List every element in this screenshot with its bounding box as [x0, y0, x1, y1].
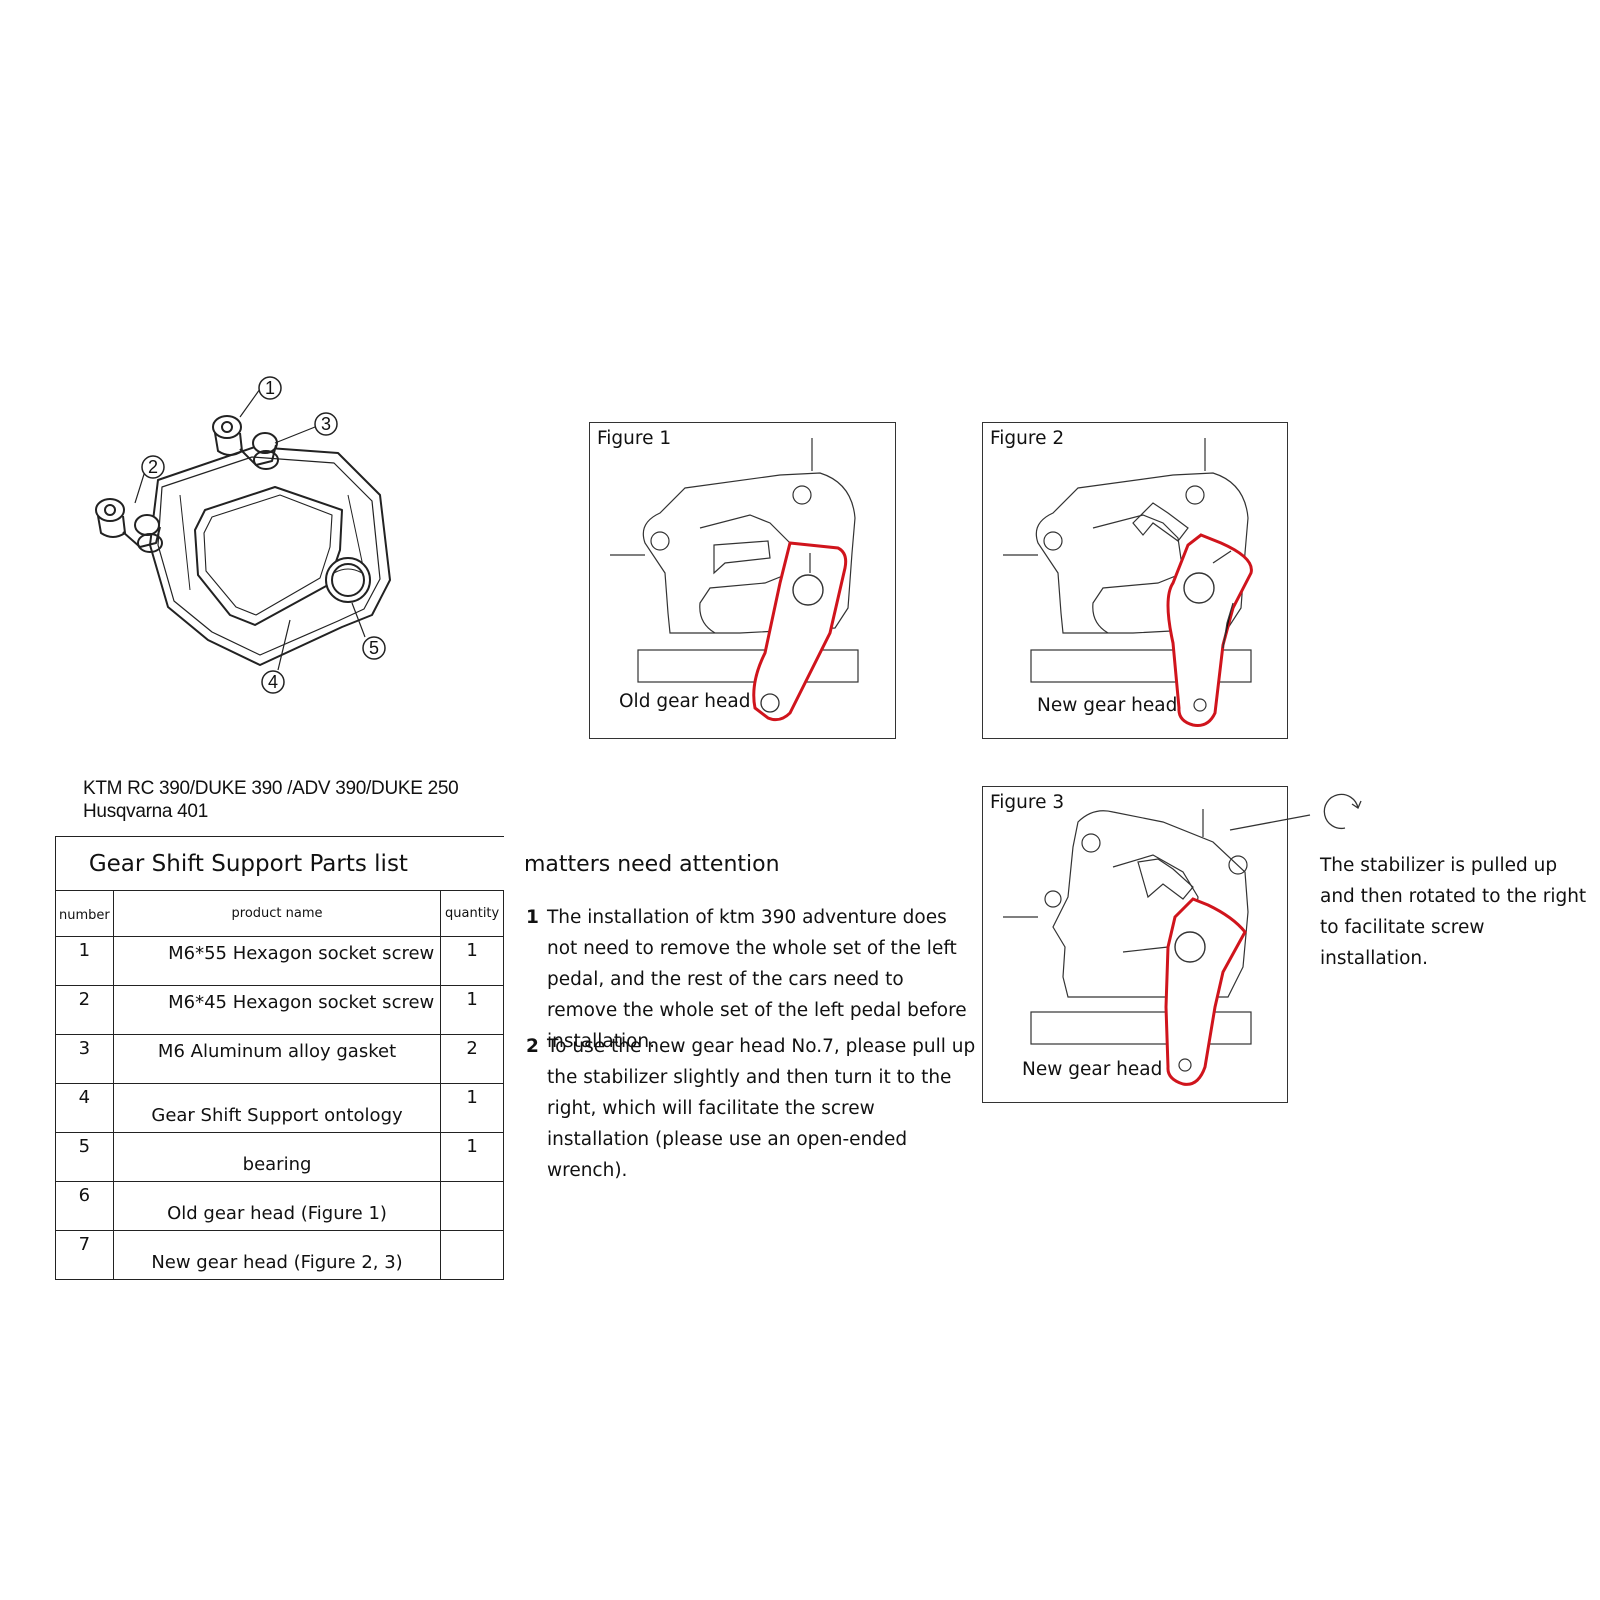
row-quantity: 1	[440, 985, 504, 1035]
new-gear-head-outline	[1164, 897, 1247, 1086]
figure-1-title: Figure 1	[597, 428, 672, 449]
row-number: 5	[55, 1132, 114, 1182]
row-product-name: M6 Aluminum alloy gasket	[112, 1034, 442, 1084]
row-number: 2	[55, 985, 114, 1035]
attention-item-text: To use the new gear head No.7, please pu…	[547, 1036, 976, 1181]
row-number: 6	[55, 1181, 114, 1231]
figure-3-drawing	[1003, 809, 1252, 1086]
row-product-name: M6*55 Hexagon socket screw	[112, 936, 442, 986]
row-product-name: Gear Shift Support ontology	[112, 1083, 442, 1133]
attention-item-2: 2 To use the new gear head No.7, please …	[526, 1031, 976, 1181]
new-gear-head-outline	[1166, 533, 1253, 727]
header-quantity: quantity	[440, 890, 504, 937]
row-quantity: 1	[440, 1083, 504, 1133]
figure-2: Figure 2 New gear head	[982, 422, 1288, 739]
callout-2: 2	[148, 457, 158, 477]
row-quantity: 1	[440, 936, 504, 986]
figure-1: Figure 1 Old gear head	[589, 422, 896, 739]
table-row: 3 M6 Aluminum alloy gasket 2	[55, 1034, 504, 1084]
callout-5: 5	[369, 638, 379, 658]
models-line-1: KTM RC 390/DUKE 390 /ADV 390/DUKE 250	[83, 778, 459, 799]
callout-4: 4	[268, 672, 278, 692]
table-row: 1 M6*55 Hexagon socket screw 1	[55, 936, 504, 986]
row-number: 3	[55, 1034, 114, 1084]
figure-2-label: New gear head	[1037, 695, 1178, 716]
table-row: 6 Old gear head (Figure 1)	[55, 1181, 504, 1231]
row-quantity	[440, 1181, 504, 1231]
header-product-name: product name	[112, 890, 442, 937]
attention-item-text: The installation of ktm 390 adventure do…	[547, 907, 967, 1052]
title-filler	[440, 836, 504, 891]
parts-list-table: Gear Shift Support Parts list number pro…	[54, 836, 504, 1280]
callout-3: 3	[321, 414, 331, 434]
rotation-arrow-icon	[1229, 793, 1362, 831]
row-quantity	[440, 1230, 504, 1280]
row-number: 7	[55, 1230, 114, 1280]
attention-item-1: 1 The installation of ktm 390 adventure …	[526, 902, 976, 1052]
row-product-name: Old gear head (Figure 1)	[112, 1181, 442, 1231]
rotation-note: The stabilizer is pulled up and then rot…	[1320, 855, 1587, 969]
attention-title: matters need attention	[524, 852, 780, 877]
row-number: 4	[55, 1083, 114, 1133]
figure-1-drawing	[610, 438, 859, 722]
exploded-view-drawing: 1 2 3 4 5	[95, 376, 391, 694]
attention-item-number: 2	[526, 1036, 539, 1057]
attention-item-number: 1	[526, 907, 539, 928]
row-quantity: 1	[440, 1132, 504, 1182]
table-row: 4 Gear Shift Support ontology 1	[55, 1083, 504, 1133]
table-row: 5 bearing 1	[55, 1132, 504, 1182]
table-row: 7 New gear head (Figure 2, 3)	[55, 1230, 504, 1280]
row-product-name: M6*45 Hexagon socket screw	[112, 985, 442, 1035]
header-number: number	[55, 890, 114, 937]
figure-2-drawing	[1003, 438, 1253, 727]
figure-3-label: New gear head	[1022, 1059, 1163, 1080]
compatible-models: KTM RC 390/DUKE 390 /ADV 390/DUKE 250 Hu…	[83, 777, 459, 823]
table-header-row: number product name quantity	[55, 890, 504, 937]
table-row: 2 M6*45 Hexagon socket screw 1	[55, 985, 504, 1035]
row-number: 1	[55, 936, 114, 986]
row-product-name: bearing	[112, 1132, 442, 1182]
figure-1-label: Old gear head	[619, 691, 751, 712]
figure-3: Figure 3 New gear head	[982, 786, 1288, 1103]
row-quantity: 2	[440, 1034, 504, 1084]
figure-3-title: Figure 3	[990, 792, 1065, 813]
parts-list-title: Gear Shift Support Parts list	[54, 836, 441, 891]
figure-2-title: Figure 2	[990, 428, 1065, 449]
row-product-name: New gear head (Figure 2, 3)	[112, 1230, 442, 1280]
callout-1: 1	[265, 378, 275, 398]
models-line-2: Husqvarna 401	[83, 801, 208, 822]
